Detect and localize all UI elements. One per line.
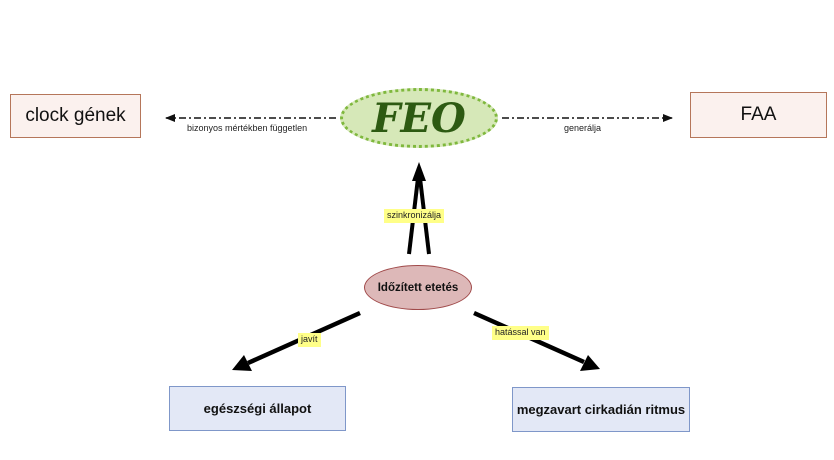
- clock-genes-label: clock gének: [25, 105, 126, 126]
- edge-label-improves: javít: [298, 333, 321, 347]
- faa-box: FAA: [690, 92, 827, 138]
- disrupted-circadian-label: megzavart cirkadián ritmus: [516, 402, 686, 417]
- clock-genes-box: clock gének: [10, 94, 141, 138]
- edge-timed-to-circadian: [473, 310, 600, 371]
- timed-feeding-label: Időzített etetés: [377, 281, 459, 294]
- edge-label-independent: bizonyos mértékben független: [187, 123, 308, 133]
- edge-timed-to-health: [232, 310, 361, 371]
- feo-node: FEO: [340, 88, 498, 148]
- edge-label-generates: generálja: [564, 123, 602, 133]
- faa-label: FAA: [740, 104, 777, 125]
- disrupted-circadian-box: megzavart cirkadián ritmus: [512, 387, 690, 432]
- feo-label: FEO: [372, 94, 466, 142]
- edge-label-synchronizes: szinkronizálja: [384, 209, 445, 223]
- timed-feeding-node: Időzített etetés: [364, 265, 472, 310]
- edge-label-affects: hatással van: [492, 326, 549, 340]
- health-status-box: egészségi állapot: [169, 386, 346, 431]
- edge-timed-to-feo: [407, 162, 431, 255]
- health-status-label: egészségi állapot: [203, 401, 312, 416]
